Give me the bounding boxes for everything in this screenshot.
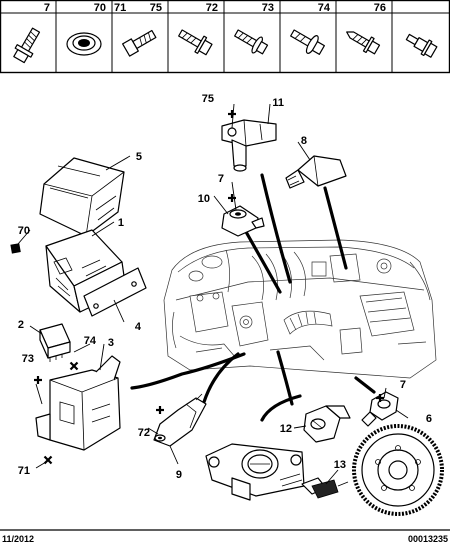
fastener-ref-76: 76 (374, 2, 386, 14)
callout-10: 10 (198, 193, 210, 205)
footer: 11/2012 00013235 (0, 529, 450, 544)
callout-75: 75 (202, 93, 214, 105)
throttle-body (205, 443, 305, 501)
camshaft-sensor (221, 119, 277, 172)
callout-4: 4 (135, 321, 142, 333)
ecu-cover (39, 157, 125, 237)
self-tapping-screw-icon (346, 31, 381, 55)
callout-72: 72 (138, 427, 150, 439)
callout-3: 3 (108, 337, 114, 349)
cross-marker-74 (69, 361, 79, 371)
footer-reference: 00013235 (408, 534, 448, 544)
callout-13: 13 (334, 459, 346, 471)
bolt-icon (122, 29, 157, 57)
leader-lines (17, 103, 409, 485)
callout-1: 1 (118, 217, 124, 229)
callout-2: 2 (18, 319, 24, 331)
position-sensor-bracket (153, 393, 207, 447)
callout-7-upper: 7 (218, 173, 224, 185)
shouldered-bolt-icon (405, 33, 438, 58)
callout-73: 73 (22, 353, 34, 365)
engine-bay-illustration (163, 239, 437, 379)
callout-74: 74 (84, 335, 97, 347)
knock-sensor (221, 205, 265, 237)
fastener-ref-72: 72 (206, 2, 218, 14)
fastener-ref-7: 7 (44, 2, 50, 14)
harness-connector (301, 477, 349, 499)
support-bracket (35, 355, 121, 451)
fastener-ref-73: 73 (262, 2, 274, 14)
callout-7-lower: 7 (400, 379, 406, 391)
callout-71: 71 (18, 465, 30, 477)
connection-wires (130, 173, 376, 422)
flanged-bolt-icon (13, 27, 41, 64)
footer-date: 11/2012 (2, 534, 34, 544)
callout-9: 9 (176, 469, 182, 481)
plus-marker-73 (32, 374, 44, 386)
fastener-ref-70: 70 (94, 2, 106, 14)
fastener-table: 7 70 71 75 72 73 74 76 (0, 0, 450, 74)
rubber-grommet-icon (66, 32, 102, 56)
tapping-screw-icon (234, 29, 269, 55)
callout-6: 6 (426, 413, 432, 425)
callout-labels: 5 1 70 4 2 3 74 73 71 11 75 8 7 10 72 9 … (18, 93, 432, 481)
temperature-sensor (285, 155, 347, 189)
callout-12: 12 (280, 423, 292, 435)
flanged-screw-icon (178, 29, 213, 56)
fastener-ref-71: 71 (114, 2, 126, 14)
callout-8: 8 (301, 135, 307, 147)
plus-marker-75 (226, 108, 238, 120)
fastener-ref-74: 74 (318, 2, 331, 14)
plus-marker-72 (154, 404, 166, 416)
screw-with-washer-icon (290, 29, 325, 55)
cross-marker-71 (43, 455, 53, 465)
callout-11: 11 (272, 97, 284, 109)
ecu-bracket (83, 267, 147, 317)
flywheel (352, 424, 444, 516)
throttle-position-sensor (303, 405, 351, 443)
callout-5: 5 (136, 151, 142, 163)
callout-70: 70 (18, 225, 30, 237)
fastener-ref-75: 75 (150, 2, 162, 14)
relay (39, 323, 71, 362)
grommet-70-marker (10, 243, 21, 254)
